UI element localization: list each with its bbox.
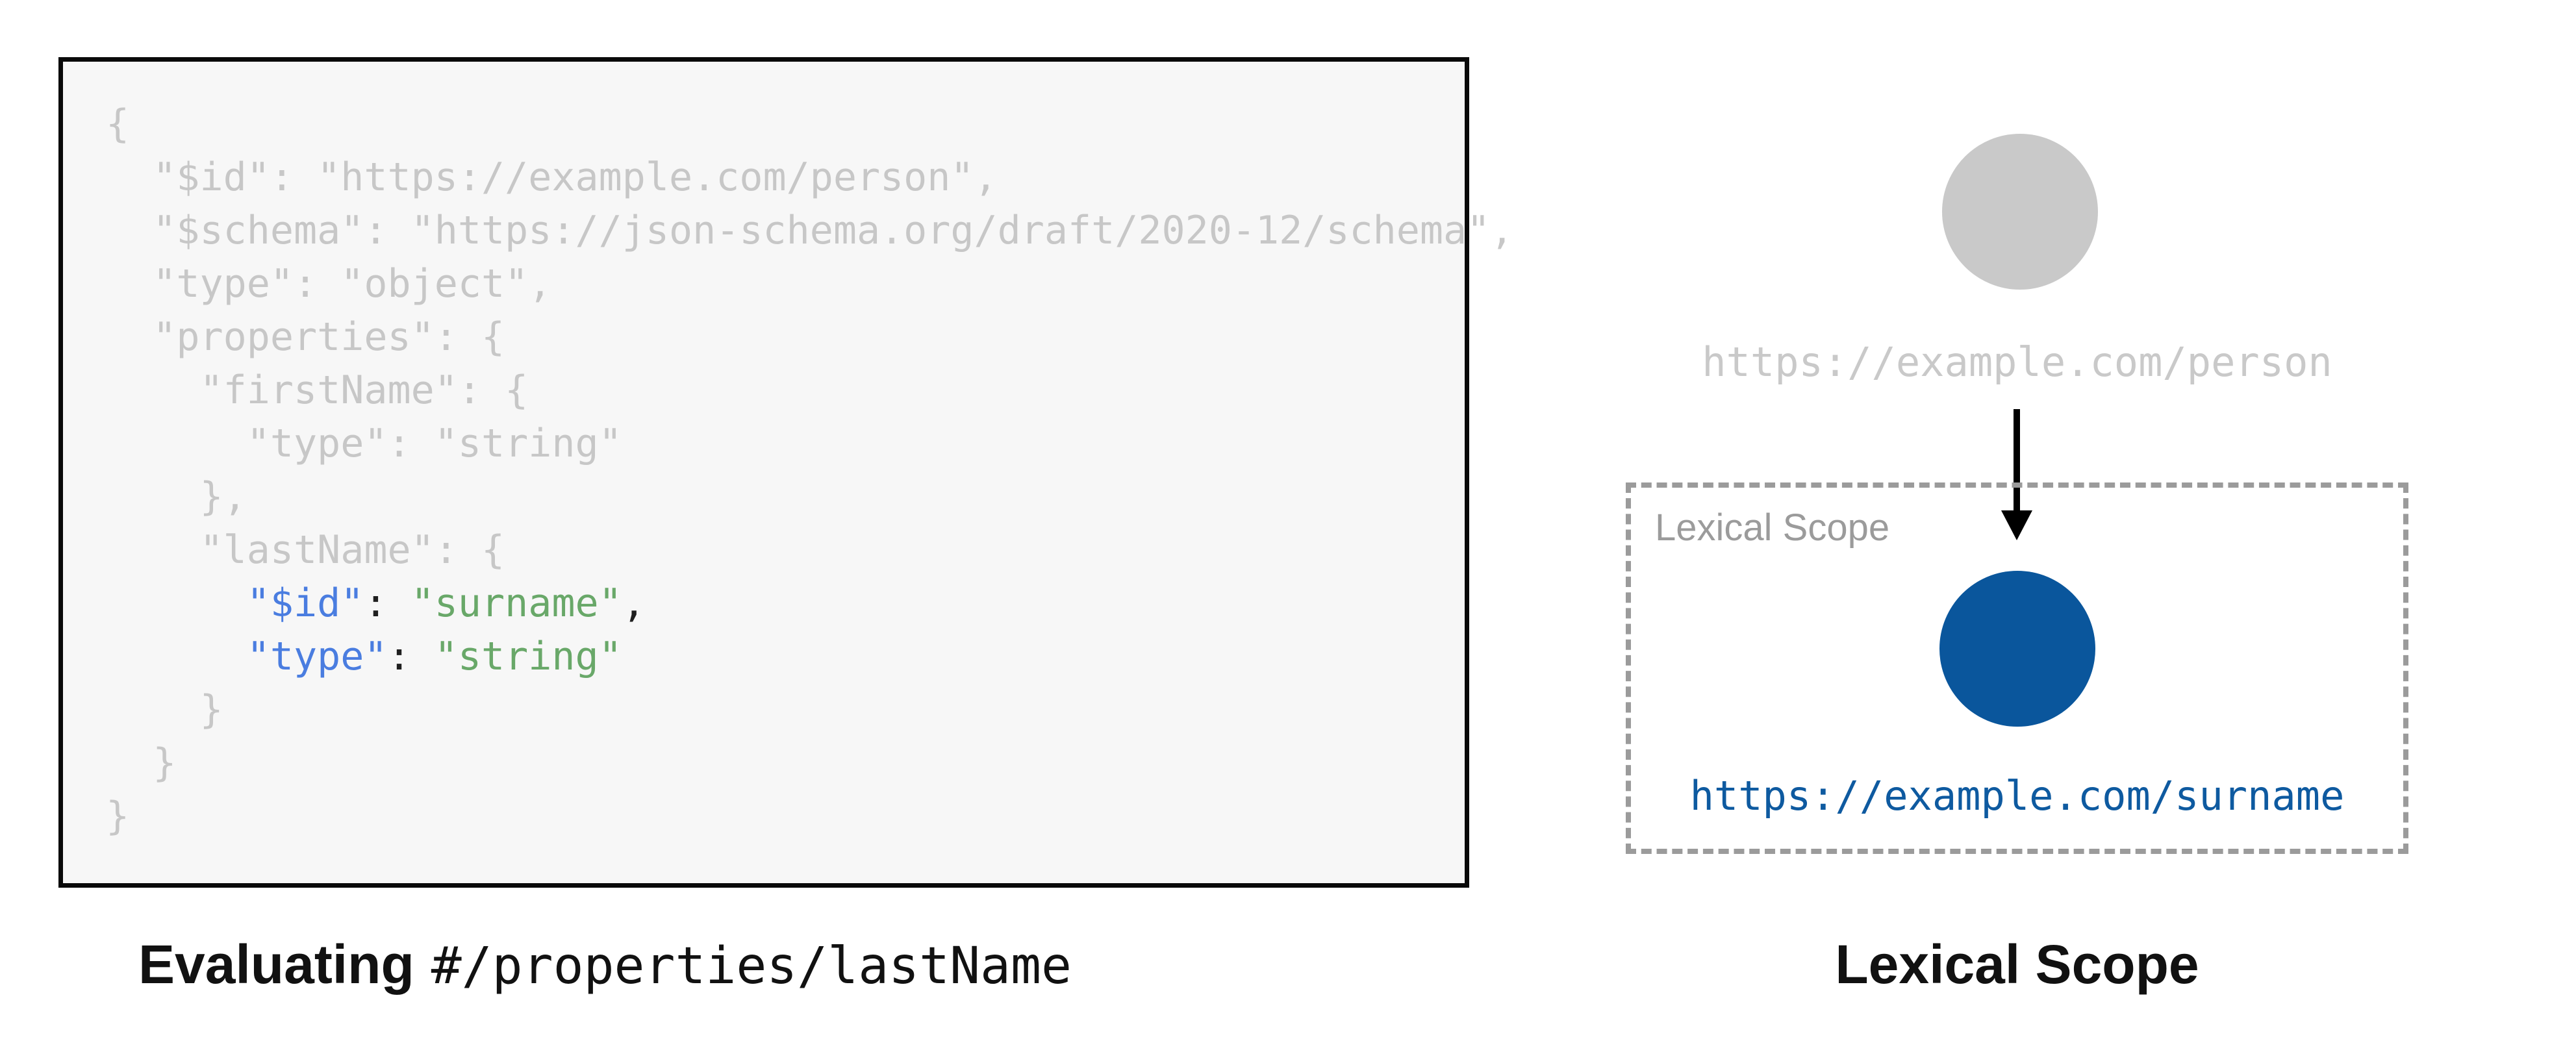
person-schema-circle: [1942, 134, 2098, 290]
code-line: },: [106, 474, 247, 520]
evaluating-caption-pointer: #/properties/lastName: [431, 937, 1072, 995]
person-url-label: https://example.com/person: [1702, 338, 2332, 386]
code-line: "type": "string": [246, 634, 622, 679]
arrow-down-icon: [2014, 409, 2020, 513]
code-line: "$id": "https://example.com/person",: [106, 155, 998, 200]
code-line: }: [106, 687, 223, 732]
code-block: { "$id": "https://example.com/person", "…: [106, 97, 1513, 843]
lexical-scope-box: Lexical Scope: [1626, 482, 2408, 854]
lexical-scope-box-label: Lexical Scope: [1655, 507, 1890, 549]
surname-url-label: https://example.com/surname: [1689, 772, 2345, 820]
code-line: "properties": {: [106, 314, 505, 360]
lexical-scope-caption: Lexical Scope: [1835, 934, 2199, 995]
evaluating-caption-bold: Evaluating: [138, 934, 414, 995]
code-line: "type": "string": [106, 421, 622, 466]
arrow-down-head-icon: [2001, 510, 2032, 540]
code-line: {: [106, 101, 130, 147]
code-line: }: [106, 740, 177, 786]
surname-schema-circle: [1939, 571, 2095, 727]
code-line: "$id": "surname",: [246, 581, 646, 626]
code-line: "type": "object",: [106, 261, 552, 307]
code-line: "$schema": "https://json-schema.org/draf…: [106, 208, 1514, 253]
schema-code-panel: { "$id": "https://example.com/person", "…: [58, 57, 1513, 888]
code-line: "lastName": {: [106, 527, 505, 573]
code-line: }: [106, 794, 130, 839]
code-line: "firstName": {: [106, 368, 529, 413]
evaluating-caption: Evaluating #/properties/lastName: [138, 937, 1072, 994]
